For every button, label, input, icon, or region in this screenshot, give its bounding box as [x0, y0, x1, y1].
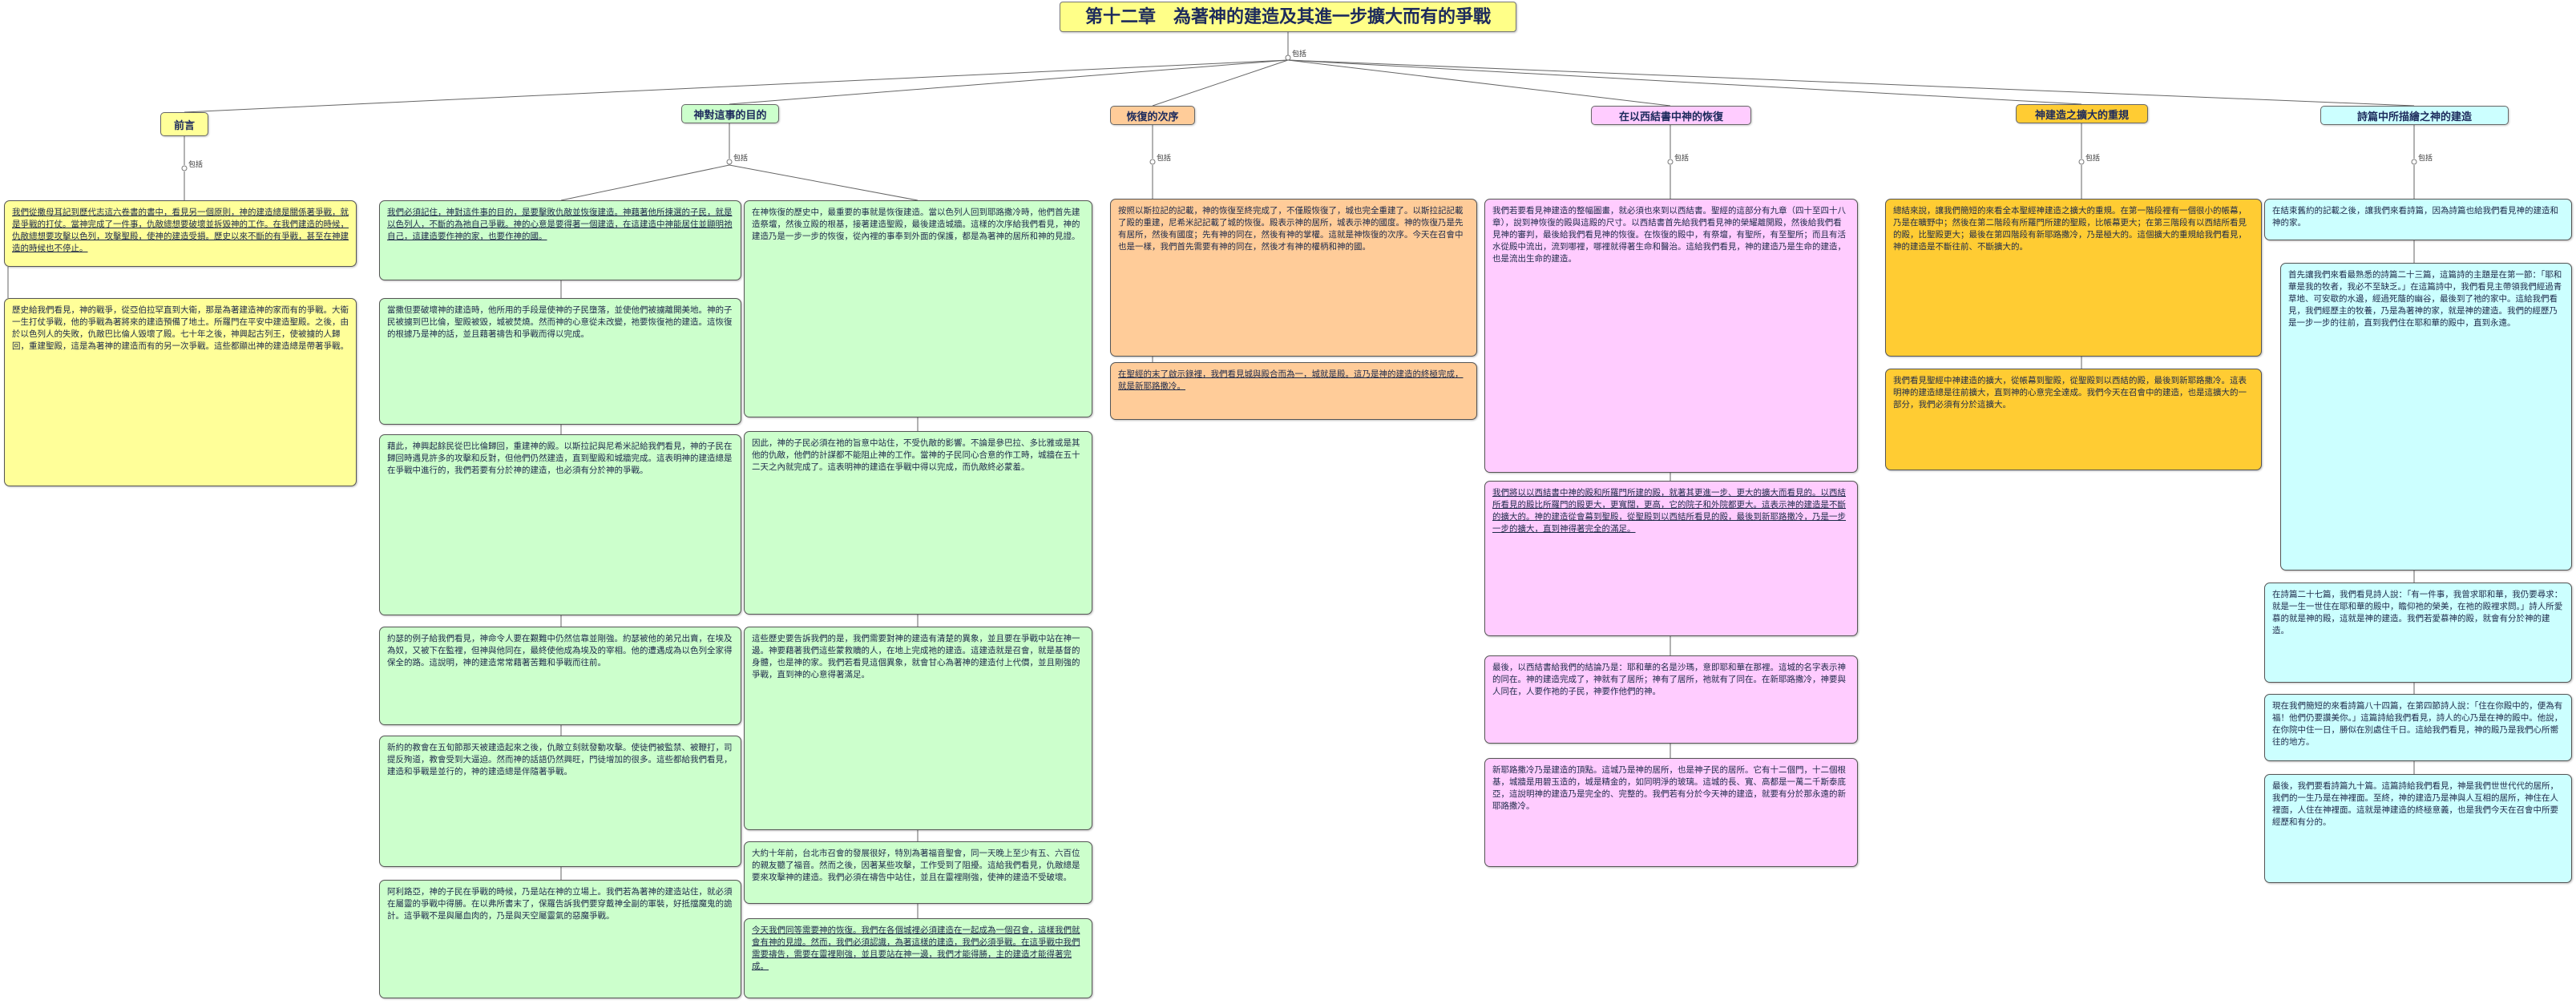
- header-restoration[interactable]: 在以西結書中神的恢復: [1591, 106, 1751, 125]
- psalms-note-2-text: 首先讓我們來看最熟悉的詩篇二十三篇，這篇詩的主題是在第一節：「耶和華是我的牧者，…: [2288, 270, 2562, 328]
- restoration-note-3-text: 最後，以西結書給我們的結論乃是：耶和華的名是沙瑪，意即耶和華在那裡。這城的名字表…: [1492, 663, 1846, 696]
- intro-relation-label: 包括: [188, 161, 204, 169]
- order-note-2: 在聖經的末了啟示錄裡，我們看見城與殿合而為一，城就是殿。這乃是神的建造的終極完成…: [1110, 362, 1477, 420]
- expansion-note-2: 我們看見聖經中神建造的擴大，從帳幕到聖殿，從聖殿到以西結的殿，最後到新耶路撒冷。…: [1885, 369, 2262, 470]
- psalms-note-4: 現在我們簡短的來看詩篇八十四篇，在第四節詩人說：「住在你殿中的，便為有福！他們仍…: [2264, 694, 2572, 761]
- purpose-col2-note-3: 這些歷史要告訴我們的是，我們需要對神的建造有清楚的異象，並且要在爭戰中站在神一邊…: [744, 627, 1092, 830]
- purpose-note-1: 我們必須記住，神對這件事的目的，是要擊敗仇敵並恢復建造。神藉著他所揀選的子民，就…: [379, 200, 741, 280]
- restoration-note-1-text: 我們若要看見神建造的整幅圖畫，就必須也來到以西結書。聖經的這部分有九章（四十至四…: [1492, 206, 1846, 264]
- order-note-2-text: 在聖經的末了啟示錄裡，我們看見城與殿合而為一，城就是殿。這乃是神的建造的終極完成…: [1118, 369, 1464, 391]
- purpose-col2-note-1-text: 在神恢復的歷史中，最重要的事就是恢復建造。當以色列人回到耶路撒冷時，他們首先建造…: [752, 208, 1080, 241]
- restoration-note-3: 最後，以西結書給我們的結論乃是：耶和華的名是沙瑪，意即耶和華在那裡。這城的名字表…: [1484, 655, 1858, 744]
- intro-note-2-text: 歷史給我們看見，神的戰爭，從亞伯拉罕直到大衛，那是為著建造神的家而有的爭戰。大衛…: [12, 305, 349, 351]
- psalms-note-5: 最後，我們要看詩篇九十篇。這篇詩給我們看見，神是我們世世代代的居所，我們的一生乃…: [2264, 774, 2572, 883]
- expansion-relation-label: 包括: [2085, 155, 2101, 163]
- restoration-relation-label: 包括: [1674, 155, 1690, 163]
- header-intro[interactable]: 前言: [160, 112, 208, 136]
- restoration-note-2: 我們將以以西結書中神的殿和所羅門所建的殿，就著其更進一步、更大的擴大而看見的。以…: [1484, 481, 1858, 636]
- root-relation-label: 包括: [1292, 50, 1307, 58]
- header-order[interactable]: 恢復的次序: [1110, 106, 1195, 125]
- purpose-note-5-text: 新約的教會在五旬節那天被建造起來之後，仇敵立刻就發動攻擊。使徒們被監禁、被鞭打，…: [387, 743, 733, 776]
- restoration-note-1: 我們若要看見神建造的整幅圖畫，就必須也來到以西結書。聖經的這部分有九章（四十至四…: [1484, 199, 1858, 473]
- purpose-note-2-text: 當撒但要破壞神的建造時，他所用的手段是使神的子民墮落，並使他們被擄離開美地。神的…: [387, 305, 733, 339]
- header-purpose[interactable]: 神對這事的目的: [681, 104, 779, 123]
- purpose-note-3-text: 藉此，神興起餘民從巴比倫歸回，重建神的殿。以斯拉記與尼希米記給我們看見，神的子民…: [387, 442, 733, 475]
- purpose-note-6: 阿利路亞，神的子民在爭戰的時候，乃是站在神的立場上。我們若為著神的建造站住，就必…: [379, 880, 741, 998]
- restoration-note-2-text: 我們將以以西結書中神的殿和所羅門所建的殿，就著其更進一步、更大的擴大而看見的。以…: [1492, 488, 1846, 534]
- expansion-note-1-text: 總結來說，讓我們簡短的來看全本聖經神建造之擴大的重規。在第一階段裡有一個很小的帳…: [1893, 206, 2247, 252]
- purpose-note-4: 約瑟的例子給我們看見，神命令人要在艱難中仍然信靠並剛強。約瑟被他的弟兄出賣，在埃…: [379, 627, 741, 725]
- purpose-note-2: 當撒但要破壞神的建造時，他所用的手段是使神的子民墮落，並使他們被擄離開美地。神的…: [379, 298, 741, 425]
- psalms-relation-label: 包括: [2418, 155, 2433, 163]
- psalms-note-2: 首先讓我們來看最熟悉的詩篇二十三篇，這篇詩的主題是在第一節：「耶和華是我的牧者，…: [2280, 263, 2572, 571]
- purpose-col2-note-2: 因此，神的子民必須在祂的旨意中站住，不受仇敵的影響。不論是參巴拉、多比雅或是其他…: [744, 431, 1092, 615]
- expansion-note-1: 總結來說，讓我們簡短的來看全本聖經神建造之擴大的重規。在第一階段裡有一個很小的帳…: [1885, 199, 2262, 357]
- order-note-1-text: 按照以斯拉記的記載，神的恢復至終完成了，不僅殿恢復了，城也完全重建了。以斯拉記記…: [1118, 206, 1464, 252]
- diagram-title: 第十二章 為著神的建造及其進一步擴大而有的爭戰: [1060, 2, 1516, 32]
- intro-note-1: 我們從撒母耳記到歷代志這六卷書的書中，看見另一個原則，神的建造總是關係著爭戰，就…: [4, 200, 357, 267]
- intro-note-2: 歷史給我們看見，神的戰爭，從亞伯拉罕直到大衛，那是為著建造神的家而有的爭戰。大衛…: [4, 298, 357, 486]
- restoration-note-4: 新耶路撒冷乃是建造的頂點。這城乃是神的居所，也是神子民的居所。它有十二個門，十二…: [1484, 758, 1858, 867]
- purpose-relation-label: 包括: [733, 155, 749, 163]
- purpose-col2-note-2-text: 因此，神的子民必須在祂的旨意中站住，不受仇敵的影響。不論是參巴拉、多比雅或是其他…: [752, 438, 1080, 472]
- purpose-note-4-text: 約瑟的例子給我們看見，神命令人要在艱難中仍然信靠並剛強。約瑟被他的弟兄出賣，在埃…: [387, 634, 733, 667]
- purpose-col2-note-5-text: 今天我們同等需要神的恢復。我們在各個城裡必須建造在一起成為一個召會，這樣我們就會…: [752, 925, 1080, 971]
- purpose-col2-note-4: 大約十年前，台北市召會的發展很好，特別為著福音聖會，同一天晚上至少有五、六百位的…: [744, 841, 1092, 904]
- psalms-note-4-text: 現在我們簡短的來看詩篇八十四篇，在第四節詩人說：「住在你殿中的，便為有福！他們仍…: [2272, 701, 2563, 747]
- psalms-note-3-text: 在詩篇二十七篇，我們看見詩人說：「有一件事，我曾求耶和華，我仍要尋求：就是一生一…: [2272, 590, 2563, 635]
- order-note-1: 按照以斯拉記的記載，神的恢復至終完成了，不僅殿恢復了，城也完全重建了。以斯拉記記…: [1110, 199, 1477, 357]
- restoration-note-4-text: 新耶路撒冷乃是建造的頂點。這城乃是神的居所，也是神子民的居所。它有十二個門，十二…: [1492, 765, 1846, 811]
- order-relation-label: 包括: [1157, 155, 1172, 163]
- purpose-col2-note-3-text: 這些歷史要告訴我們的是，我們需要對神的建造有清楚的異象，並且要在爭戰中站在神一邊…: [752, 634, 1080, 679]
- expansion-note-2-text: 我們看見聖經中神建造的擴大，從帳幕到聖殿，從聖殿到以西結的殿，最後到新耶路撒冷。…: [1893, 376, 2247, 409]
- purpose-note-5: 新約的教會在五旬節那天被建造起來之後，仇敵立刻就發動攻擊。使徒們被監禁、被鞭打，…: [379, 736, 741, 867]
- purpose-note-3: 藉此，神興起餘民從巴比倫歸回，重建神的殿。以斯拉記與尼希米記給我們看見，神的子民…: [379, 434, 741, 615]
- psalms-note-3: 在詩篇二十七篇，我們看見詩人說：「有一件事，我曾求耶和華，我仍要尋求：就是一生一…: [2264, 583, 2572, 683]
- psalms-note-1-text: 在結束舊約的記載之後，讓我們來看詩篇，因為詩篇也給我們看見神的建造和神的家。: [2272, 206, 2558, 228]
- psalms-note-1: 在結束舊約的記載之後，讓我們來看詩篇，因為詩篇也給我們看見神的建造和神的家。: [2264, 199, 2572, 240]
- purpose-col2-note-4-text: 大約十年前，台北市召會的發展很好，特別為著福音聖會，同一天晚上至少有五、六百位的…: [752, 849, 1080, 882]
- purpose-col2-note-1: 在神恢復的歷史中，最重要的事就是恢復建造。當以色列人回到耶路撒冷時，他們首先建造…: [744, 200, 1092, 417]
- purpose-col2-note-5: 今天我們同等需要神的恢復。我們在各個城裡必須建造在一起成為一個召會，這樣我們就會…: [744, 918, 1092, 998]
- header-expansion[interactable]: 神建造之擴大的重規: [2016, 104, 2148, 123]
- purpose-note-1-text: 我們必須記住，神對這件事的目的，是要擊敗仇敵並恢復建造。神藉著他所揀選的子民，就…: [387, 208, 733, 241]
- header-psalms[interactable]: 詩篇中所描繪之神的建造: [2320, 106, 2509, 125]
- intro-note-1-text: 我們從撒母耳記到歷代志這六卷書的書中，看見另一個原則，神的建造總是關係著爭戰，就…: [12, 208, 349, 253]
- purpose-note-6-text: 阿利路亞，神的子民在爭戰的時候，乃是站在神的立場上。我們若為著神的建造站住，就必…: [387, 887, 733, 921]
- psalms-note-5-text: 最後，我們要看詩篇九十篇。這篇詩給我們看見，神是我們世世代代的居所，我們的一生乃…: [2272, 781, 2558, 827]
